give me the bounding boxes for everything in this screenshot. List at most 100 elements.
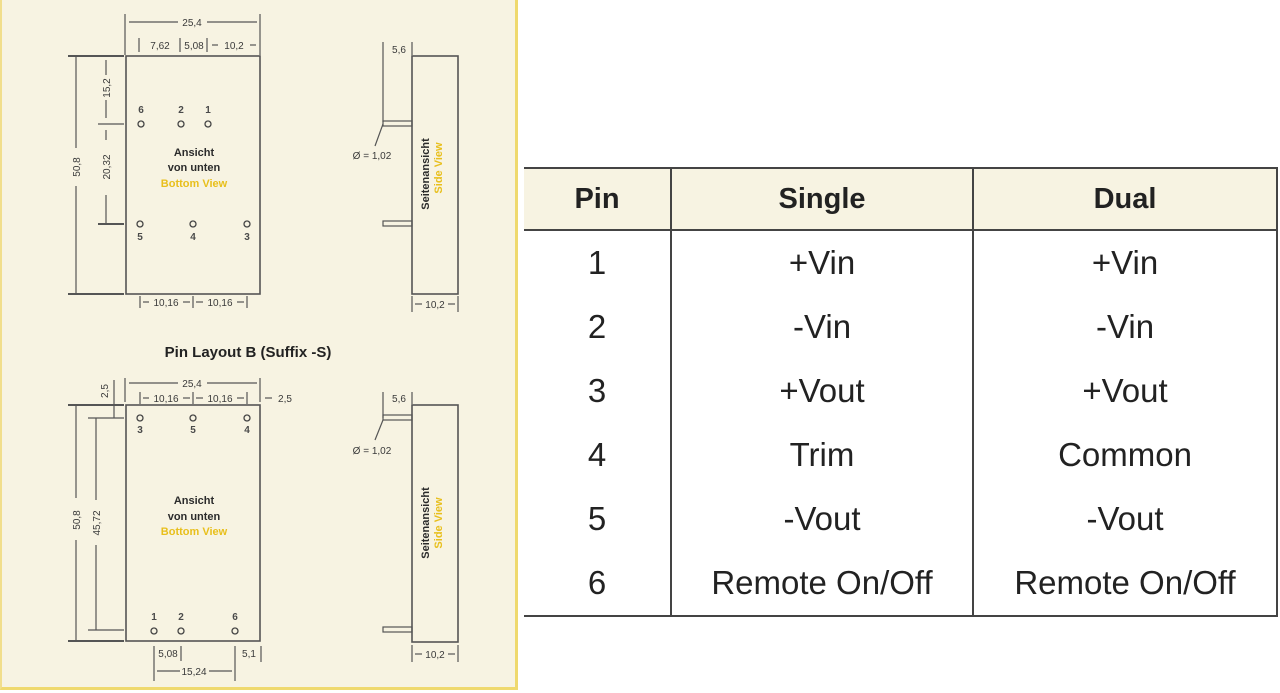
cell-single: Remote On/Off <box>670 551 974 617</box>
layout-a-bottom-view: 25,4 7,62 5,08 10,2 50,8 15,2 20,32 <box>68 14 261 309</box>
dim-overall-width: 25,4 <box>182 18 202 29</box>
pin-label: 1 <box>205 105 211 116</box>
pin-assignment-table: Pin Single Dual 1 +Vin +Vin 2 -Vin -Vin … <box>524 167 1278 617</box>
module-body-outline <box>125 55 261 295</box>
pin-hole <box>177 627 185 635</box>
dim-pin-length: 5,6 <box>392 45 406 56</box>
side-pin <box>382 626 413 633</box>
pin-label: 4 <box>190 232 196 243</box>
view-label-de: von unten <box>168 162 221 174</box>
view-label-en: Bottom View <box>161 526 228 538</box>
cell-single: -Vin <box>670 295 974 359</box>
pin-hole <box>243 414 251 422</box>
pin-label: 5 <box>190 425 196 436</box>
dimension-drawing: 25,4 7,62 5,08 10,2 50,8 15,2 20,32 <box>68 14 459 681</box>
table-row: 1 +Vin +Vin <box>524 230 1278 295</box>
cell-pin: 1 <box>524 230 672 295</box>
table-header-row: Pin Single Dual <box>524 167 1278 231</box>
view-label-de: Ansicht <box>174 147 215 159</box>
dim-pin-length: 5,6 <box>392 394 406 405</box>
layout-b-bottom-view: 25,4 10,16 10,16 2,5 2,5 50,8 45,72 <box>68 378 292 681</box>
dim-row-spacing: 20,32 <box>102 154 113 179</box>
table-row: 4 Trim Common <box>524 423 1278 487</box>
dim-top-offset: 2,5 <box>100 384 111 398</box>
pin-label: 6 <box>232 612 238 623</box>
view-label-de: von unten <box>168 511 221 523</box>
cell-dual: Remote On/Off <box>972 551 1278 617</box>
dim-depth: 10,2 <box>425 300 445 311</box>
side-view-label-en: Side View <box>433 142 445 194</box>
dim-offset-left: 7,62 <box>150 41 170 52</box>
dim-pitch: 10,16 <box>153 394 178 405</box>
side-view-label-de: Seitenansicht <box>420 487 432 559</box>
drawing-panel: 25,4 7,62 5,08 10,2 50,8 15,2 20,32 <box>0 0 518 690</box>
pin-hole <box>136 414 144 422</box>
cell-pin: 6 <box>524 551 672 617</box>
pin-label: 6 <box>138 105 144 116</box>
side-body-outline <box>411 404 459 643</box>
cell-dual: -Vin <box>972 295 1278 359</box>
pin-hole <box>150 627 158 635</box>
side-pin <box>382 414 413 421</box>
side-view-label-en: Side View <box>433 497 445 549</box>
side-view-label-de: Seitenansicht <box>420 138 432 210</box>
pin-hole <box>204 120 212 128</box>
pin-hole <box>137 120 145 128</box>
dim-overall-width: 25,4 <box>182 379 202 390</box>
cell-pin: 4 <box>524 423 672 487</box>
pin-hole <box>243 220 251 228</box>
header-single: Single <box>670 167 974 231</box>
pin-hole <box>189 220 197 228</box>
cell-single: +Vin <box>670 230 974 295</box>
pin-label: 5 <box>137 232 143 243</box>
cell-dual: +Vin <box>972 230 1278 295</box>
dim-pitch-bottom: 10,16 <box>207 298 232 309</box>
cell-single: -Vout <box>670 487 974 551</box>
dim-span-bottom: 15,24 <box>181 667 206 678</box>
dim-top-to-pins: 15,2 <box>102 78 113 98</box>
layout-a-side-view: 5,6 Ø = 1,02 Seitenansicht Side View 10,… <box>353 42 459 312</box>
table-row: 6 Remote On/Off Remote On/Off <box>524 551 1278 617</box>
pin-hole <box>136 220 144 228</box>
pin-label: 1 <box>151 612 157 623</box>
pin-label: 3 <box>137 425 143 436</box>
dim-row-spacing: 45,72 <box>92 510 103 535</box>
header-dual: Dual <box>972 167 1278 231</box>
side-body-outline <box>411 55 459 295</box>
table-row: 3 +Vout +Vout <box>524 359 1278 423</box>
cell-single: Trim <box>670 423 974 487</box>
dim-right-bottom: 5,1 <box>242 649 256 660</box>
cell-single: +Vout <box>670 359 974 423</box>
side-pin <box>382 120 413 127</box>
dim-pin-diameter: Ø = 1,02 <box>353 446 392 457</box>
pin-hole <box>231 627 239 635</box>
cell-dual: +Vout <box>972 359 1278 423</box>
cell-pin: 5 <box>524 487 672 551</box>
dim-overall-height: 50,8 <box>72 510 83 530</box>
side-pin <box>382 220 413 227</box>
dim-pitch-bottom: 5,08 <box>158 649 178 660</box>
section-title-layout-b: Pin Layout B (Suffix -S) <box>165 344 332 361</box>
dim-pitch-top: 5,08 <box>184 41 204 52</box>
view-label-de: Ansicht <box>174 495 215 507</box>
cell-dual: Common <box>972 423 1278 487</box>
header-pin: Pin <box>524 167 672 231</box>
cell-dual: -Vout <box>972 487 1278 551</box>
dim-pitch-bottom: 10,16 <box>153 298 178 309</box>
layout-b-side-view: 5,6 Ø = 1,02 Seitenansicht Side View 10,… <box>353 392 459 662</box>
dim-pitch: 10,16 <box>207 394 232 405</box>
pin-label: 2 <box>178 612 184 623</box>
dim-right-offset: 2,5 <box>278 394 292 405</box>
module-body-outline <box>125 404 261 642</box>
pin-label: 3 <box>244 232 250 243</box>
table-row: 5 -Vout -Vout <box>524 487 1278 551</box>
view-label-en: Bottom View <box>161 178 228 190</box>
pin-hole <box>177 120 185 128</box>
dim-offset-right: 10,2 <box>224 41 244 52</box>
pin-hole <box>189 414 197 422</box>
cell-pin: 3 <box>524 359 672 423</box>
pin-label: 2 <box>178 105 184 116</box>
pin-label: 4 <box>244 425 250 436</box>
table-row: 2 -Vin -Vin <box>524 295 1278 359</box>
dim-overall-height: 50,8 <box>72 157 83 177</box>
